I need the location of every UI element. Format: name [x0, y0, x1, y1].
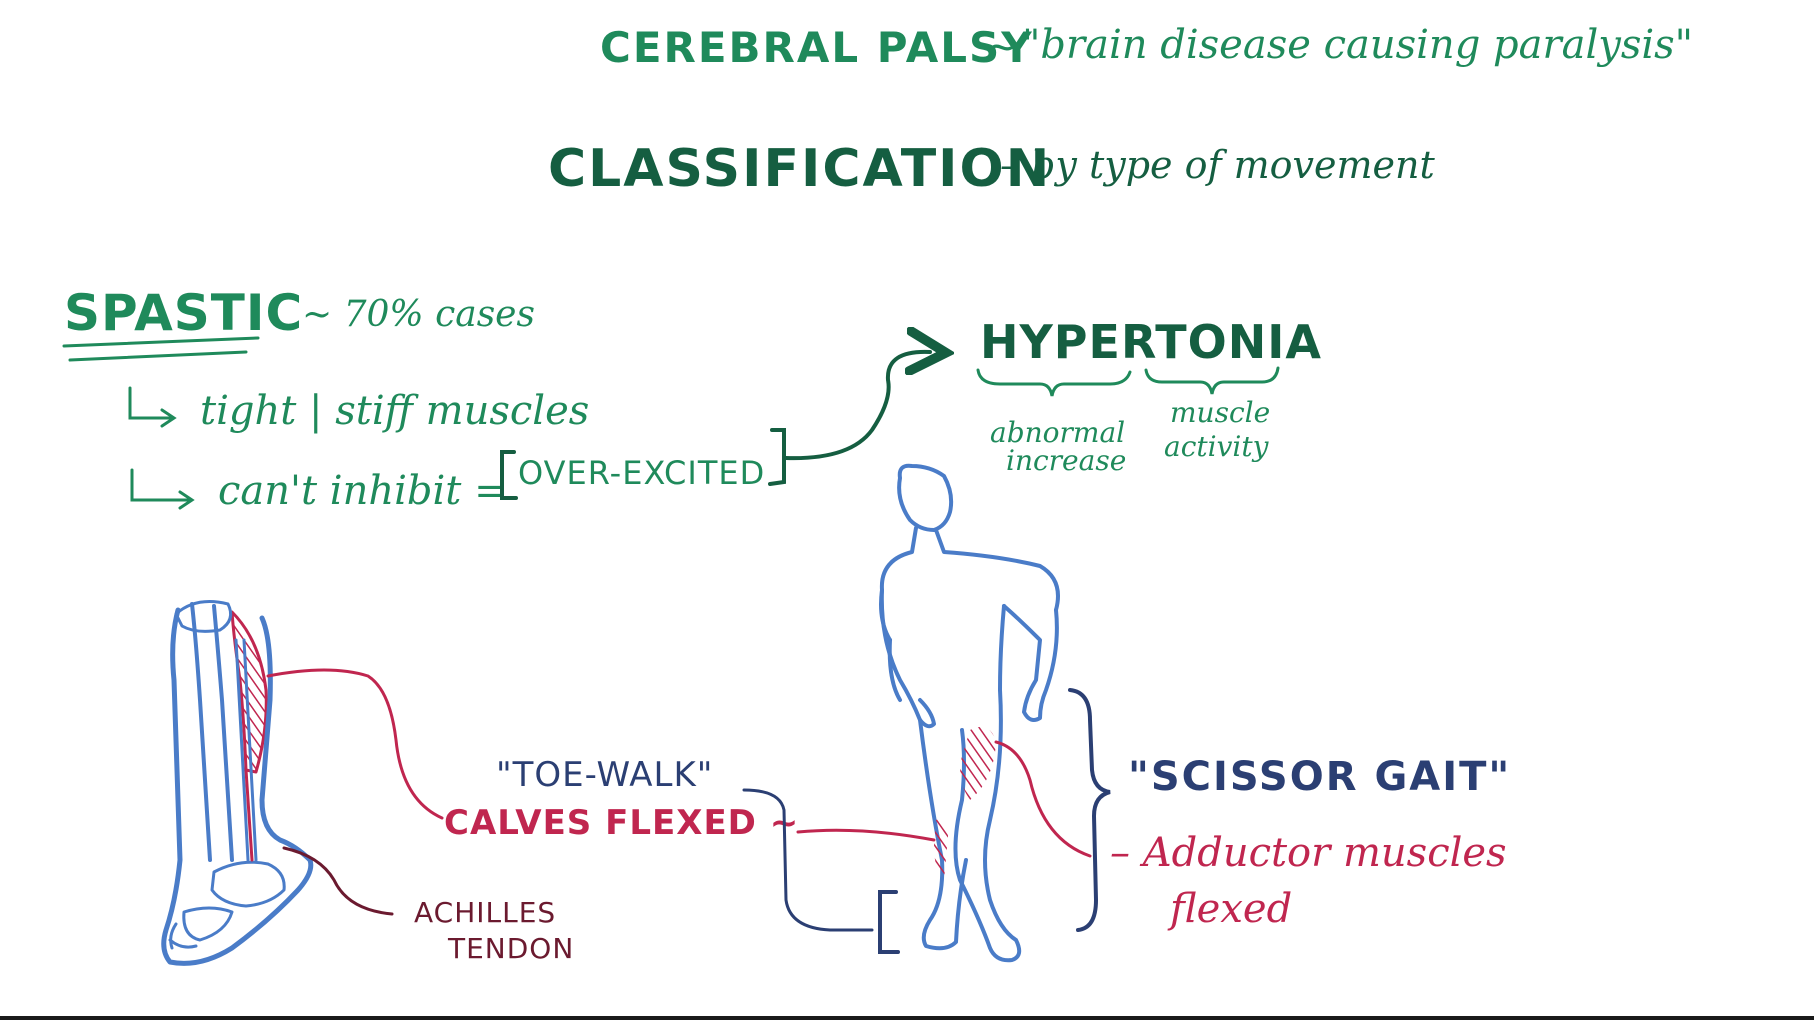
spastic-stat: ~ 70% cases	[302, 294, 535, 335]
achilles-leader-line	[282, 846, 394, 916]
bullet-arrow-2	[130, 468, 195, 510]
hypertonia-brace-1	[976, 368, 1132, 397]
hypertonia-part2-line2: activity	[1164, 430, 1270, 463]
adductor-label-line2: flexed	[1167, 886, 1292, 932]
bracket-left	[500, 450, 518, 500]
classification-heading: CLASSIFICATION	[548, 139, 1051, 199]
feet-bracket	[878, 890, 900, 954]
header-tilde: ~	[985, 24, 1019, 70]
adductor-muscle-hatch-2	[934, 818, 948, 880]
scissor-brace	[1068, 688, 1111, 932]
bullet-arrow-1	[128, 386, 177, 428]
hypertonia-part1-line2: increase	[1006, 444, 1126, 477]
scissor-gait-label: "SCISSOR GAIT"	[1128, 754, 1511, 800]
hypertonia-brace-2	[1144, 366, 1280, 395]
adductor-leader-line	[994, 740, 1092, 858]
spastic-underline	[62, 336, 260, 362]
hypertonia-label: HYPERTONIA	[980, 315, 1322, 369]
toe-walk-label: "TOE-WALK"	[496, 755, 713, 795]
header-title: CEREBRAL PALSY	[600, 23, 1034, 72]
curved-arrow	[784, 352, 930, 461]
adductor-muscle-hatch-1	[960, 726, 996, 800]
adductor-label-line1: – Adductor muscles	[1110, 830, 1507, 876]
calves-flexed-label: CALVES FLEXED ~	[444, 803, 799, 843]
achilles-label-line2: TENDON	[447, 932, 574, 965]
bracket-right	[768, 428, 786, 486]
spastic-point-1: tight | stiff muscles	[200, 388, 589, 434]
over-excited-label: OVER-EXCITED	[518, 454, 765, 492]
spastic-point-2: can't inhibit =	[218, 468, 508, 514]
hypertonia-part1-line1: abnormal	[990, 416, 1125, 449]
calves-leader-line	[266, 668, 444, 820]
spastic-label: SPASTIC	[64, 284, 303, 342]
hypertonia-part2-line1: muscle	[1170, 396, 1270, 429]
achilles-label-line1: ACHILLES	[414, 896, 556, 929]
header-definition: "brain disease causing paralysis"	[1022, 22, 1693, 68]
standing-figure-illustration	[879, 463, 1060, 963]
video-bottom-edge	[0, 1016, 1814, 1020]
classification-subtitle: – by type of movement	[1000, 143, 1435, 187]
toe-walk-bracket	[742, 788, 874, 932]
leg-bones-illustration	[161, 600, 314, 966]
calves-to-figure-line	[796, 828, 936, 842]
